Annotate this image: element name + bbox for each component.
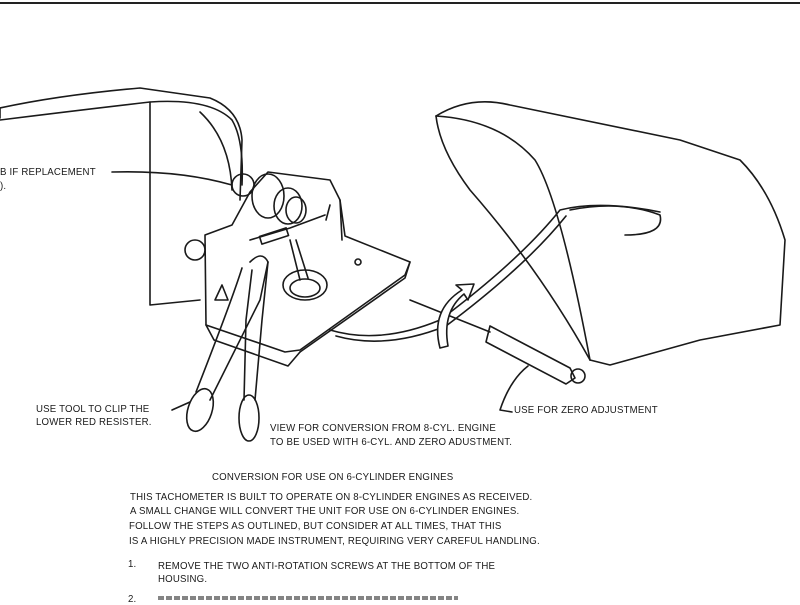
- intro-line: IS A HIGHLY PRECISION MADE INSTRUMENT, R…: [129, 535, 540, 547]
- label-tool-line1: USE TOOL TO CLIP THE: [36, 403, 150, 415]
- step-number: 2.: [128, 593, 137, 605]
- clip-tool-pliers: [171, 255, 269, 442]
- step-2-text-cut-off: [158, 596, 458, 600]
- intro-line: THIS TACHOMETER IS BUILT TO OPERATE ON 8…: [130, 491, 533, 503]
- section-title: CONVERSION FOR USE ON 6-CYLINDER ENGINES: [212, 471, 454, 483]
- caption-line2: TO BE USED WITH 6-CYL. AND ZERO ADUSTMEN…: [270, 436, 513, 448]
- step-number: 1.: [128, 558, 137, 570]
- rotation-arrow: [436, 283, 475, 349]
- label-bulb-line1: B IF REPLACEMENT: [0, 166, 96, 178]
- mounting-bracket: [204, 171, 411, 367]
- step-text-line1: REMOVE THE TWO ANTI-ROTATION SCREWS AT T…: [158, 560, 496, 572]
- bulb-socket: [111, 170, 307, 225]
- tachometer-housing: [0, 87, 255, 306]
- caption-line1: VIEW FOR CONVERSION FROM 8-CYL. ENGINE: [270, 422, 496, 434]
- label-tool-line2: LOWER RED RESISTER.: [36, 416, 152, 428]
- screwdriver: [409, 299, 586, 413]
- wire: [329, 204, 661, 337]
- step-text-line2: HOUSING.: [158, 573, 208, 585]
- intro-line: A SMALL CHANGE WILL CONVERT THE UNIT FOR…: [130, 505, 520, 517]
- page-top-border: [0, 2, 800, 4]
- label-bulb-line2: ).: [0, 180, 7, 192]
- dial-hood: [435, 100, 786, 366]
- intro-line: FOLLOW THE STEPS AS OUTLINED, BUT CONSID…: [129, 520, 502, 532]
- label-zero-adjust: USE FOR ZERO ADJUSTMENT: [514, 404, 658, 416]
